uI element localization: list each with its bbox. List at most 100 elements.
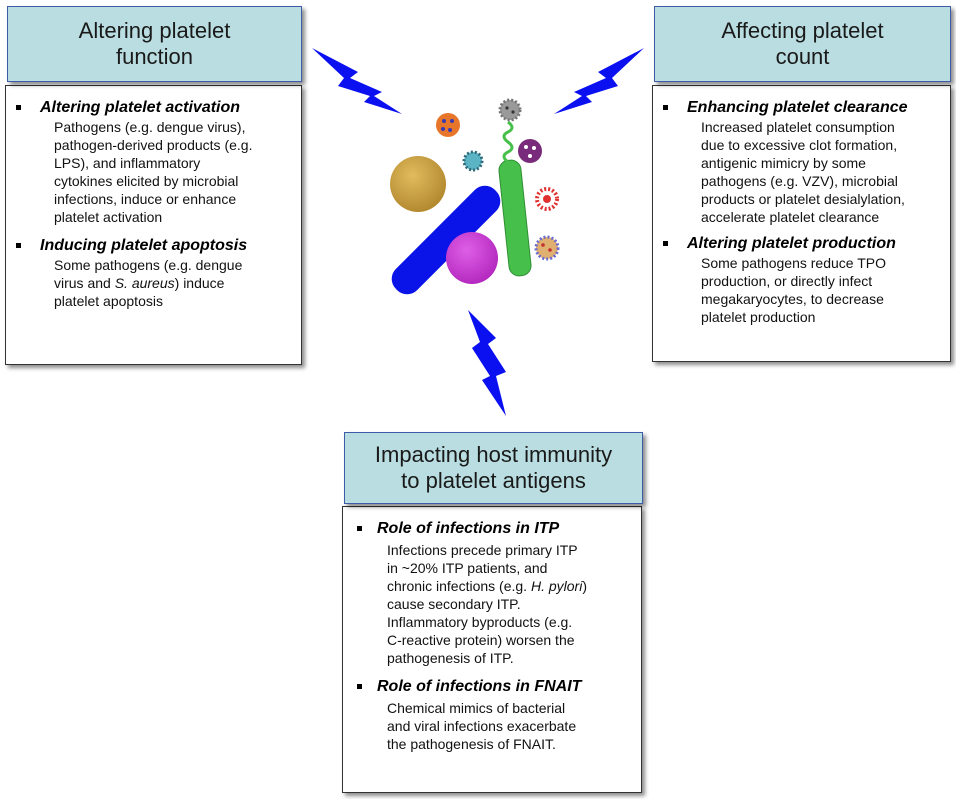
text-segment: Infections precede primary ITP [387, 542, 578, 558]
bullet-marker [663, 241, 668, 246]
text-segment: Some pathogens reduce TPO [701, 255, 886, 271]
panel-bottom-content: Role of infections in ITP Infections prec… [342, 506, 642, 793]
bullet-heading: Inducing platelet apoptosis [40, 237, 248, 254]
text-segment: LPS), and inflammatory [54, 155, 201, 171]
panel-bottom-title-line-2: to platelet antigens [401, 468, 586, 493]
panel-bottom-title: Impacting host immunity to platelet anti… [344, 432, 643, 504]
bullet-text-line: Some pathogens (e.g. dengue [54, 256, 301, 274]
text-segment: pathogen-derived products (e.g. [54, 137, 253, 153]
bullet-body: Pathogens (e.g. dengue virus), pathogen-d… [6, 118, 301, 226]
bullet-text-line: pathogen-derived products (e.g. [54, 136, 301, 154]
text-segment: products or platelet desialylation, [701, 191, 905, 207]
lightning-bolt-left-icon [312, 48, 402, 114]
text-segment: chronic infections (e.g. [387, 578, 531, 594]
bullet-text-line: pathogenesis of ITP. [387, 649, 641, 667]
panel-right-title: Affecting platelet count [654, 6, 951, 82]
text-segment: cause secondary ITP. [387, 596, 521, 612]
bullet-text-line: platelet activation [54, 208, 301, 226]
text-segment: ) [582, 578, 587, 594]
bullet-body: Some pathogens reduce TPO production, or … [653, 254, 950, 326]
bullet-text-line: antigenic mimicry by some [701, 154, 950, 172]
virus-tan-shape [534, 235, 560, 261]
text-segment: pathogenesis of ITP. [387, 650, 514, 666]
bullet-marker [16, 243, 21, 248]
text-segment: in ~20% ITP patients, and [387, 560, 548, 576]
text-segment: production, or directly infect [701, 273, 873, 289]
virus-red-shape [535, 187, 559, 211]
panel-right-title-line-2: count [775, 44, 830, 69]
bullet-text-line: Inflammatory byproducts (e.g. [387, 613, 641, 631]
bullet-text-line: accelerate platelet clearance [701, 208, 950, 226]
virus-teal-shape [462, 150, 484, 172]
virus-orange-shape [436, 113, 460, 137]
lightning-bolt-right-shape [554, 48, 644, 114]
bullet-text-line: C-reactive protein) worsen the [387, 631, 641, 649]
text-segment: the pathogenesis of FNAIT. [387, 736, 556, 752]
virus-purple-shape [518, 139, 542, 163]
bullet-heading: Role of infections in ITP [377, 520, 560, 537]
text-segment: due to excessive clot formation, [701, 137, 898, 153]
italic-species-name: S. aureus [114, 275, 175, 291]
bullet-text-line: cytokines elicited by microbial [54, 172, 301, 190]
flagellum-shape [502, 120, 514, 164]
virus-gray-shape [498, 98, 522, 122]
platelet-pathogen-illustration [390, 98, 560, 295]
panel-left-title: Altering platelet function [7, 6, 302, 82]
bullet-text-line: chronic infections (e.g. H. pylori) [387, 577, 641, 595]
text-segment: virus and [54, 275, 115, 291]
bullet-body: Infections precede primary ITP in ~20% IT… [343, 541, 641, 667]
bullet-text-line: products or platelet desialylation, [701, 190, 950, 208]
bullet-body: Chemical mimics of bacterial and viral in… [343, 699, 641, 753]
lightning-bolt-right-icon [554, 48, 644, 114]
bullet-marker [357, 526, 362, 531]
bullet-text-line: virus and S. aureus) induce [54, 274, 301, 292]
text-segment: Chemical mimics of bacterial [387, 700, 566, 716]
text-segment: Inflammatory byproducts (e.g. [387, 614, 573, 630]
bullet-item: Role of infections in FNAIT Chemical mimi… [343, 677, 641, 753]
text-segment: Pathogens (e.g. dengue virus), [54, 119, 246, 135]
bullet-text-line: due to excessive clot formation, [701, 136, 950, 154]
green-rod-shape [498, 159, 532, 277]
lightning-bolt-left-shape [312, 48, 402, 114]
bullet-body: Increased platelet consumption due to exc… [653, 118, 950, 226]
text-segment: platelet production [701, 309, 816, 325]
panel-bottom-title-line-1: Impacting host immunity [374, 442, 613, 467]
text-segment: infections, induce or enhance [54, 191, 237, 207]
bullet-heading: Altering platelet activation [40, 99, 241, 116]
magenta-circle-shape [446, 232, 498, 284]
text-segment: and viral infections exacerbate [387, 718, 577, 734]
blue-rod-shape [391, 185, 501, 295]
bullet-text-line: LPS), and inflammatory [54, 154, 301, 172]
text-segment: accelerate platelet clearance [701, 209, 880, 225]
bullet-heading: Role of infections in FNAIT [377, 678, 582, 695]
text-segment: antigenic mimicry by some [701, 155, 866, 171]
bullet-marker [357, 684, 362, 689]
bullet-text-line: pathogens (e.g. VZV), microbial [701, 172, 950, 190]
bullet-text-line: and viral infections exacerbate [387, 717, 641, 735]
bullet-text-line: infections, induce or enhance [54, 190, 301, 208]
gold-circle-shape [390, 156, 446, 212]
text-segment: cytokines elicited by microbial [54, 173, 239, 189]
bullet-text-line: Pathogens (e.g. dengue virus), [54, 118, 301, 136]
bullet-text-line: in ~20% ITP patients, and [387, 559, 641, 577]
text-segment: ) induce [174, 275, 225, 291]
bullet-heading: Enhancing platelet clearance [687, 99, 908, 116]
bullet-item: Role of infections in ITP Infections prec… [343, 519, 641, 667]
bullet-text-line: Infections precede primary ITP [387, 541, 641, 559]
text-segment: Increased platelet consumption [701, 119, 895, 135]
bullet-text-line: Some pathogens reduce TPO [701, 254, 950, 272]
text-segment: platelet apoptosis [54, 293, 163, 309]
bullet-marker [16, 105, 21, 110]
bullet-text-line: megakaryocytes, to decrease [701, 290, 950, 308]
bullet-text-line: platelet production [701, 308, 950, 326]
bullet-text-line: platelet apoptosis [54, 292, 301, 310]
bullet-text-line: Increased platelet consumption [701, 118, 950, 136]
bullet-text-line: production, or directly infect [701, 272, 950, 290]
